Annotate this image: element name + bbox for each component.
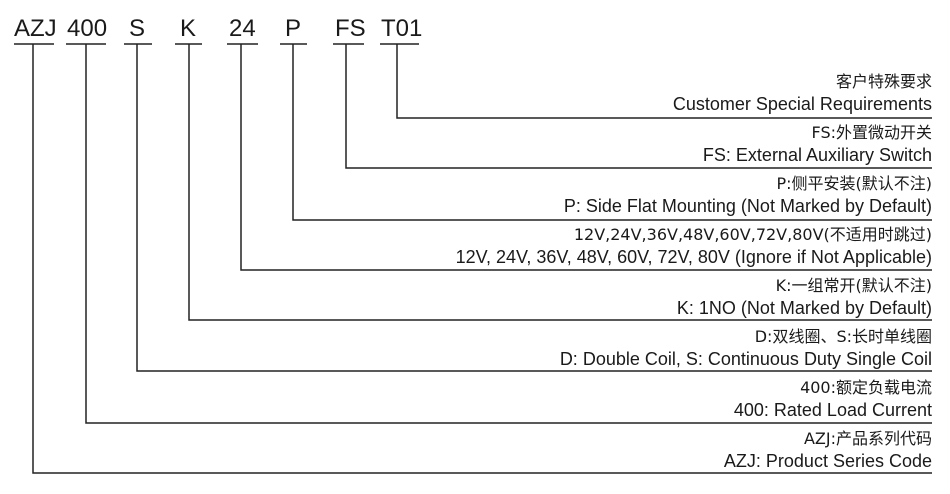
description-en: AZJ: Product Series Code [724, 451, 932, 471]
code-segment-s: S [129, 15, 145, 42]
code-segment-t01: T01 [381, 15, 422, 42]
description-customer-special: 客户特殊要求 Customer Special Requirements [673, 72, 932, 114]
description-contact: K:一组常开(默认不注) K: 1NO (Not Marked by Defau… [677, 276, 932, 318]
leader-line-k [188, 44, 932, 321]
leader-line-p [292, 44, 932, 221]
leader-lines [32, 44, 932, 474]
description-cn: D:双线圈、S:长时单线圈 [755, 327, 932, 346]
description-cn: AZJ:产品系列代码 [804, 429, 932, 448]
description-en: D: Double Coil, S: Continuous Duty Singl… [560, 349, 932, 369]
description-series-code: AZJ:产品系列代码 AZJ: Product Series Code [724, 429, 932, 471]
leader-line-400 [85, 44, 932, 424]
model-code: AZJ 400 S K 24 P FS T01 [14, 15, 422, 42]
code-segment-24: 24 [229, 15, 256, 42]
description-en: K: 1NO (Not Marked by Default) [677, 298, 932, 318]
descriptions: 客户特殊要求 Customer Special Requirements FS:… [456, 72, 932, 471]
description-cn: 12V,24V,36V,48V,60V,72V,80V(不适用时跳过) [574, 225, 932, 244]
leader-line-fs [345, 44, 932, 169]
leader-line-s [136, 44, 932, 372]
code-segment-p: P [285, 15, 301, 42]
description-en: 400: Rated Load Current [734, 400, 932, 420]
description-cn: P:侧平安装(默认不注) [776, 174, 932, 193]
description-cn: FS:外置微动开关 [812, 123, 932, 142]
code-segment-k: K [180, 15, 196, 42]
leader-line-24 [240, 44, 932, 271]
description-cn: 400:额定负载电流 [800, 378, 932, 397]
description-coil: D:双线圈、S:长时单线圈 D: Double Coil, S: Continu… [560, 327, 932, 369]
description-en: P: Side Flat Mounting (Not Marked by Def… [564, 196, 932, 216]
description-voltage: 12V,24V,36V,48V,60V,72V,80V(不适用时跳过) 12V,… [456, 225, 932, 267]
description-auxiliary-switch: FS:外置微动开关 FS: External Auxiliary Switch [703, 123, 932, 165]
description-en: 12V, 24V, 36V, 48V, 60V, 72V, 80V (Ignor… [456, 247, 932, 267]
description-cn: 客户特殊要求 [836, 72, 932, 91]
description-mounting: P:侧平安装(默认不注) P: Side Flat Mounting (Not … [564, 174, 932, 216]
description-rated-current: 400:额定负载电流 400: Rated Load Current [734, 378, 932, 420]
code-segment-400: 400 [67, 15, 107, 42]
code-segment-azj: AZJ [14, 15, 57, 42]
code-segment-fs: FS [335, 15, 366, 42]
description-cn: K:一组常开(默认不注) [776, 276, 932, 295]
leader-line-t01 [396, 44, 932, 119]
leader-line-azj [32, 44, 932, 474]
description-en: FS: External Auxiliary Switch [703, 145, 932, 165]
description-en: Customer Special Requirements [673, 94, 932, 114]
